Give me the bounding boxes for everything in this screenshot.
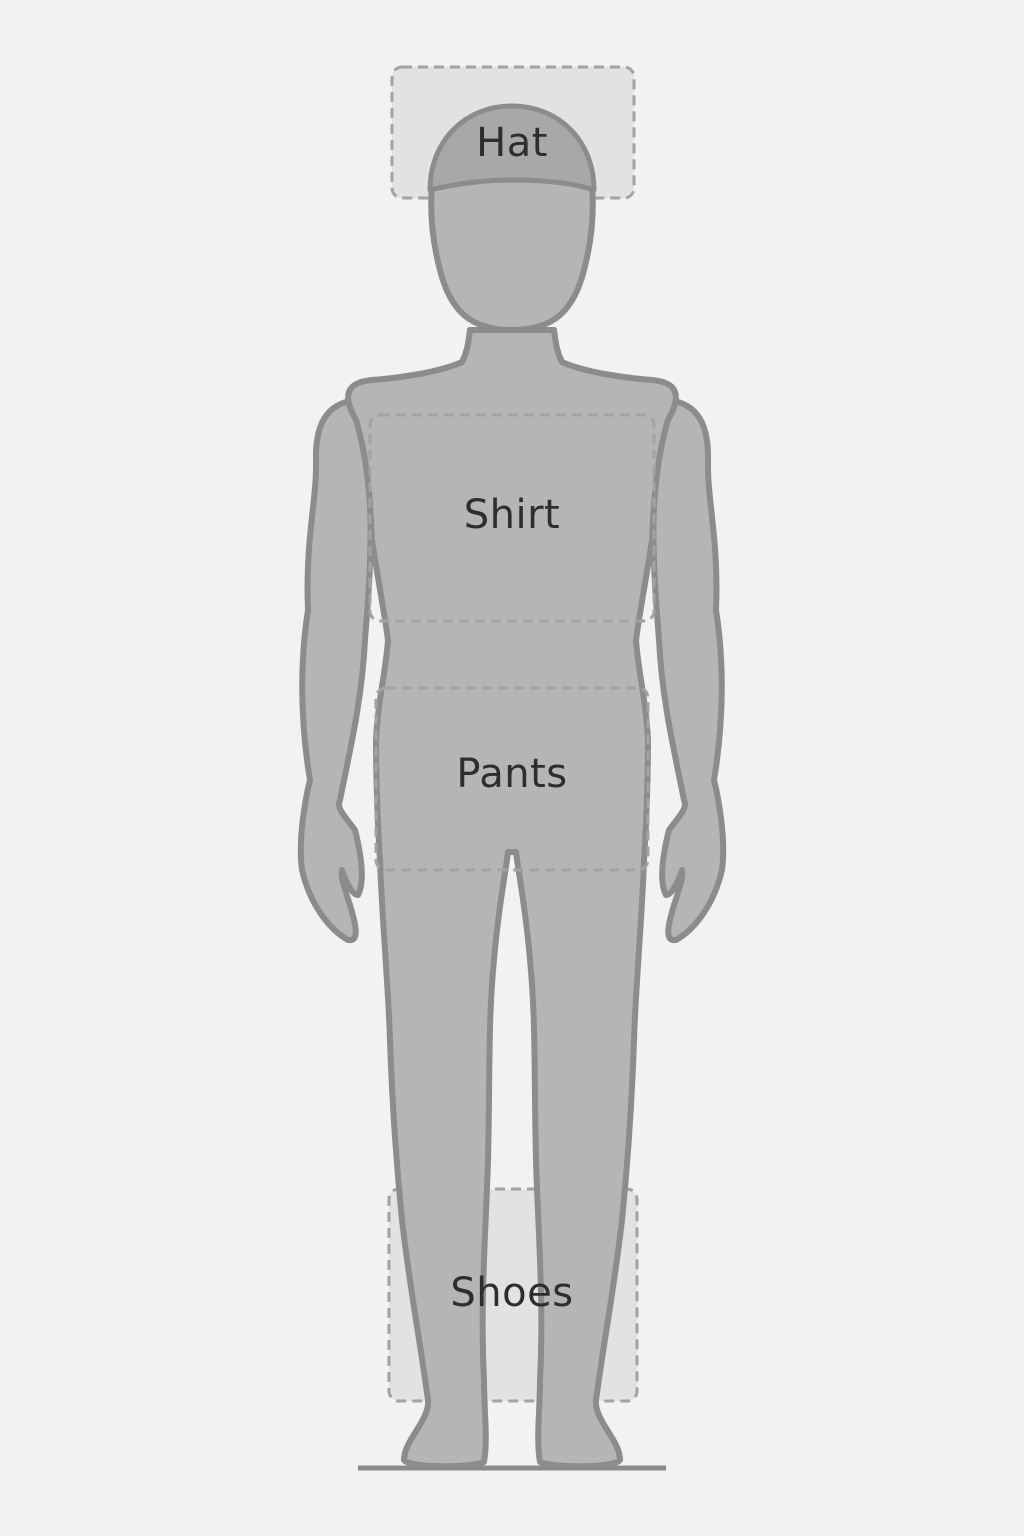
cap-shape xyxy=(427,103,597,193)
hat-label: Hat xyxy=(476,120,548,166)
left-arm xyxy=(297,397,374,944)
pants-label: Pants xyxy=(456,751,567,797)
pants-zone-box[interactable] xyxy=(374,686,650,872)
shirt-zone-box[interactable] xyxy=(368,413,656,623)
right-arm xyxy=(650,397,727,944)
shoes-label: Shoes xyxy=(450,1270,573,1316)
shirt-label: Shirt xyxy=(464,492,560,538)
head xyxy=(428,175,596,333)
mannequin-silhouette xyxy=(297,103,727,1471)
